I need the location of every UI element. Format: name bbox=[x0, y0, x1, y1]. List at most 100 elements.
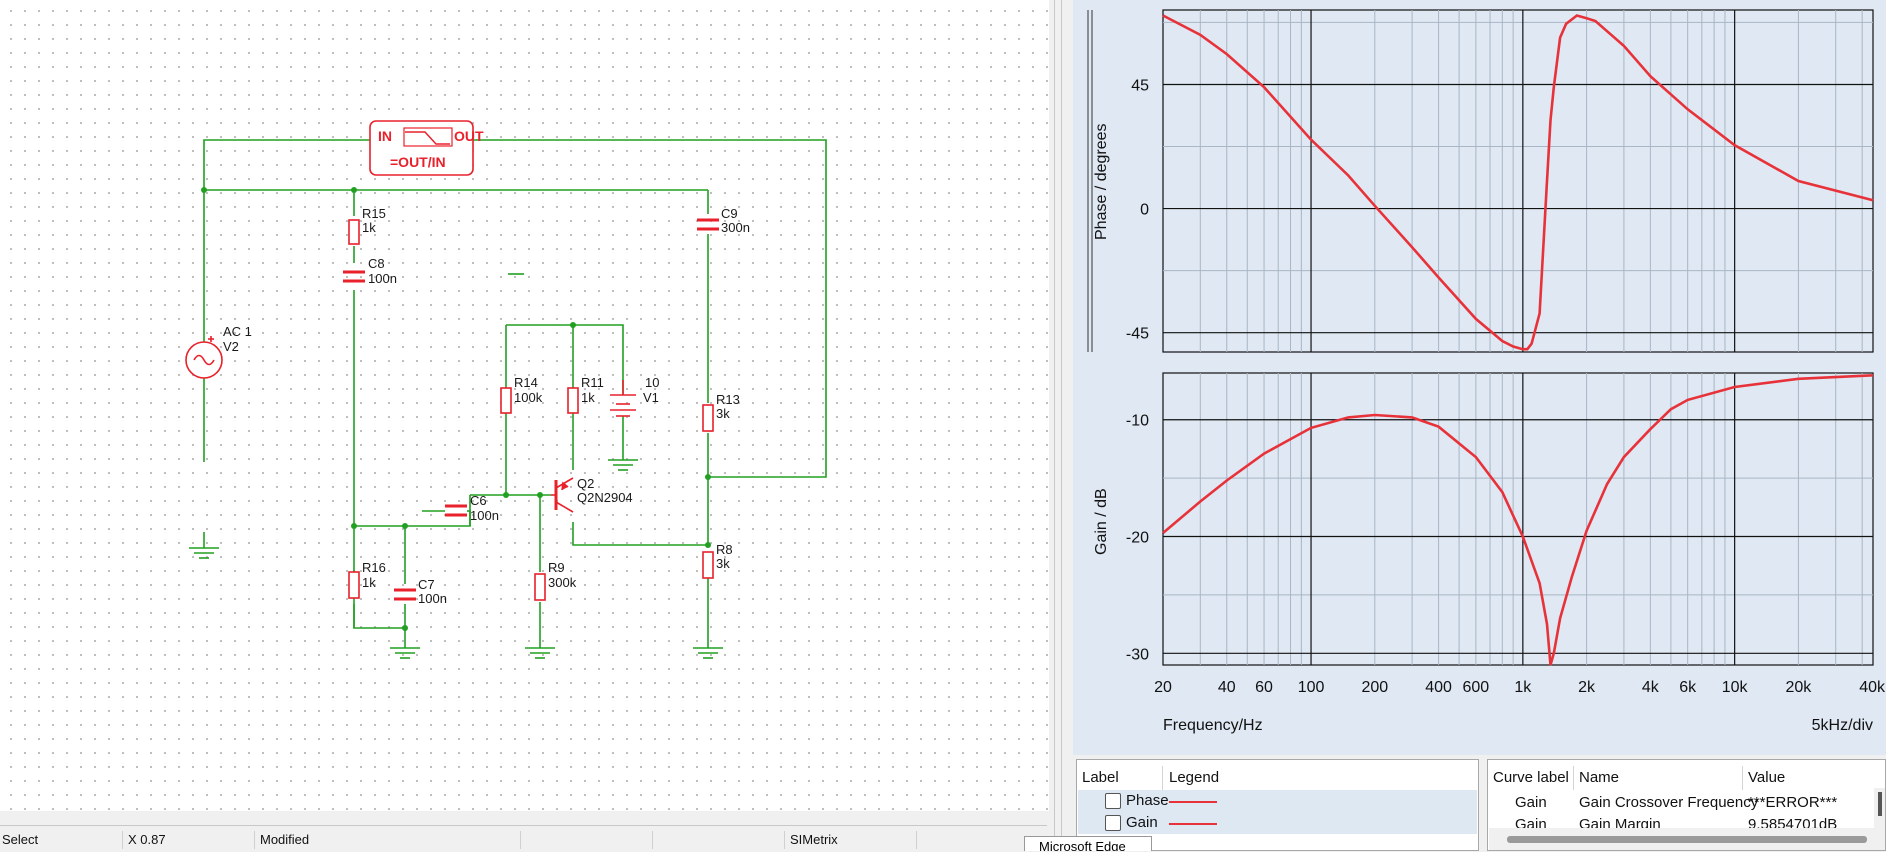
label-v1-value: 10 bbox=[645, 375, 659, 390]
status-modified: Modified bbox=[258, 831, 521, 849]
phase-visibility-checkbox[interactable] bbox=[1105, 793, 1121, 809]
x-tick-label: 400 bbox=[1425, 679, 1452, 696]
gain-y-axis-label: Gain / dB bbox=[1093, 488, 1110, 555]
label-r11-value: 1k bbox=[581, 390, 595, 405]
battery-symbol bbox=[610, 380, 636, 417]
label-c6-value: 100n bbox=[470, 508, 499, 523]
capacitor-symbols bbox=[343, 218, 719, 601]
status-mode: Select bbox=[0, 831, 123, 849]
phase-curve[interactable] bbox=[1162, 14, 1874, 351]
schematic-canvas[interactable]: IN OUT =OUT/IN R15 1k C8 100n C9 300n R1… bbox=[0, 0, 1050, 811]
phase-tick-label: -45 bbox=[1126, 326, 1149, 343]
measure-header-name[interactable]: Name bbox=[1574, 766, 1743, 790]
label-r14-value: 100k bbox=[514, 390, 543, 405]
x-tick-label: 6k bbox=[1679, 679, 1697, 696]
label-v1-id: V1 bbox=[643, 390, 659, 405]
label-q2-id: Q2 bbox=[577, 476, 594, 491]
legend-phase-label: Phase bbox=[1126, 792, 1169, 809]
phase-grid bbox=[1162, 9, 1874, 353]
label-r9-id: R9 bbox=[548, 560, 565, 575]
legend-row-phase[interactable]: Phase bbox=[1078, 790, 1477, 812]
phase-tick-label: 45 bbox=[1131, 77, 1149, 94]
x-tick-label: 1k bbox=[1514, 679, 1532, 696]
label-r15-value: 1k bbox=[362, 220, 376, 235]
measure-header-value[interactable]: Value bbox=[1748, 769, 1786, 786]
x-division-label: 5kHz/div bbox=[1812, 717, 1873, 734]
vertical-scrollbar[interactable] bbox=[1874, 788, 1885, 850]
label-c6-id: C6 bbox=[470, 493, 487, 508]
label-r14-id: R14 bbox=[514, 375, 538, 390]
gain-tick-label: -20 bbox=[1126, 530, 1149, 547]
label-r16-id: R16 bbox=[362, 560, 386, 575]
taskbar-tooltip: Microsoft Edge bbox=[1024, 836, 1152, 851]
x-tick-label: 600 bbox=[1463, 679, 1490, 696]
label-q2-value: Q2N2904 bbox=[577, 490, 633, 505]
status-bar: Select X 0.87 Modified SIMetrix bbox=[0, 825, 1047, 852]
probe-expression: =OUT/IN bbox=[390, 154, 446, 170]
label-c9-id: C9 bbox=[721, 206, 738, 221]
probe-out-label: OUT bbox=[454, 128, 484, 144]
label-r8-value: 3k bbox=[716, 556, 730, 571]
measure-row1-curve[interactable]: Gain bbox=[1515, 794, 1547, 811]
measurement-panel[interactable]: Curve label Name Value Gain Gain Crossov… bbox=[1487, 759, 1886, 851]
label-v2-value: AC 1 bbox=[223, 324, 252, 339]
vertical-scrollbar-thumb[interactable] bbox=[1878, 792, 1882, 816]
ground-symbols bbox=[189, 459, 723, 659]
splitter-grip[interactable] bbox=[1054, 0, 1062, 851]
label-c7-value: 100n bbox=[418, 591, 447, 606]
gain-tick-label: -30 bbox=[1126, 646, 1149, 663]
gain-y-tick-labels: -10 -20 -30 bbox=[1126, 413, 1149, 664]
x-tick-label: 4k bbox=[1642, 679, 1660, 696]
gain-visibility-checkbox[interactable] bbox=[1105, 815, 1121, 831]
label-c9-value: 300n bbox=[721, 220, 750, 235]
transistor-symbol bbox=[551, 477, 574, 513]
measure-row1-value[interactable]: ***ERROR*** bbox=[1748, 794, 1838, 811]
gain-grid-frame bbox=[1162, 372, 1874, 666]
x-tick-label: 40 bbox=[1218, 679, 1236, 696]
schematic-drawing[interactable]: IN OUT =OUT/IN R15 1k C8 100n C9 300n R1… bbox=[0, 0, 1049, 811]
x-tick-label: 200 bbox=[1361, 679, 1388, 696]
label-c7-id: C7 bbox=[418, 577, 435, 592]
legend-gain-line bbox=[1169, 823, 1217, 825]
phase-y-tick-labels: 45 0 -45 bbox=[1126, 77, 1149, 342]
x-tick-label: 100 bbox=[1298, 679, 1325, 696]
phase-tick-label: 0 bbox=[1140, 202, 1149, 219]
measure-row1-name[interactable]: Gain Crossover Frequency bbox=[1579, 794, 1759, 811]
legend-header-label[interactable]: Label bbox=[1077, 766, 1163, 790]
status-app-name: SIMetrix bbox=[788, 831, 917, 849]
label-r11-id: R11 bbox=[581, 375, 604, 390]
legend-phase-line bbox=[1169, 801, 1217, 803]
schematic-junctions bbox=[201, 187, 711, 631]
measure-header-curve[interactable]: Curve label bbox=[1488, 766, 1574, 790]
legend-row-gain[interactable]: Gain bbox=[1078, 812, 1477, 834]
status-x-coordinate: X 0.87 bbox=[126, 831, 255, 849]
gain-tick-label: -10 bbox=[1126, 413, 1149, 430]
gain-curve[interactable] bbox=[1162, 374, 1874, 666]
gain-grid bbox=[1162, 372, 1874, 666]
label-r9-value: 300k bbox=[548, 575, 577, 590]
horizontal-scrollbar-thumb[interactable] bbox=[1507, 836, 1867, 843]
x-tick-label: 10k bbox=[1722, 679, 1749, 696]
pane-splitter[interactable] bbox=[1049, 0, 1073, 851]
probe-in-label: IN bbox=[378, 128, 392, 144]
label-r13-id: R13 bbox=[716, 392, 740, 407]
transfer-probe[interactable]: IN OUT =OUT/IN bbox=[369, 120, 484, 176]
legend-panel[interactable]: Label Legend Phase Gain bbox=[1076, 759, 1479, 851]
x-tick-label: 60 bbox=[1255, 679, 1273, 696]
schematic-wires bbox=[203, 139, 827, 648]
measure-row2-curve[interactable]: Gain bbox=[1515, 816, 1547, 828]
status-empty-cell bbox=[524, 831, 653, 849]
component-labels: R15 1k C8 100n C9 300n R14 100k R11 1k 1… bbox=[223, 206, 750, 606]
label-r15-id: R15 bbox=[362, 206, 386, 221]
phase-grid-frame bbox=[1162, 9, 1874, 353]
x-tick-label: 20k bbox=[1786, 679, 1813, 696]
ac-source-symbol bbox=[185, 336, 223, 379]
label-r16-value: 1k bbox=[362, 575, 376, 590]
horizontal-scrollbar[interactable] bbox=[1489, 828, 1874, 850]
measure-row2-name[interactable]: Gain Margin bbox=[1579, 816, 1661, 828]
measure-row2-value[interactable]: 9.5854701dB bbox=[1748, 816, 1838, 828]
legend-header-legend[interactable]: Legend bbox=[1169, 769, 1220, 786]
